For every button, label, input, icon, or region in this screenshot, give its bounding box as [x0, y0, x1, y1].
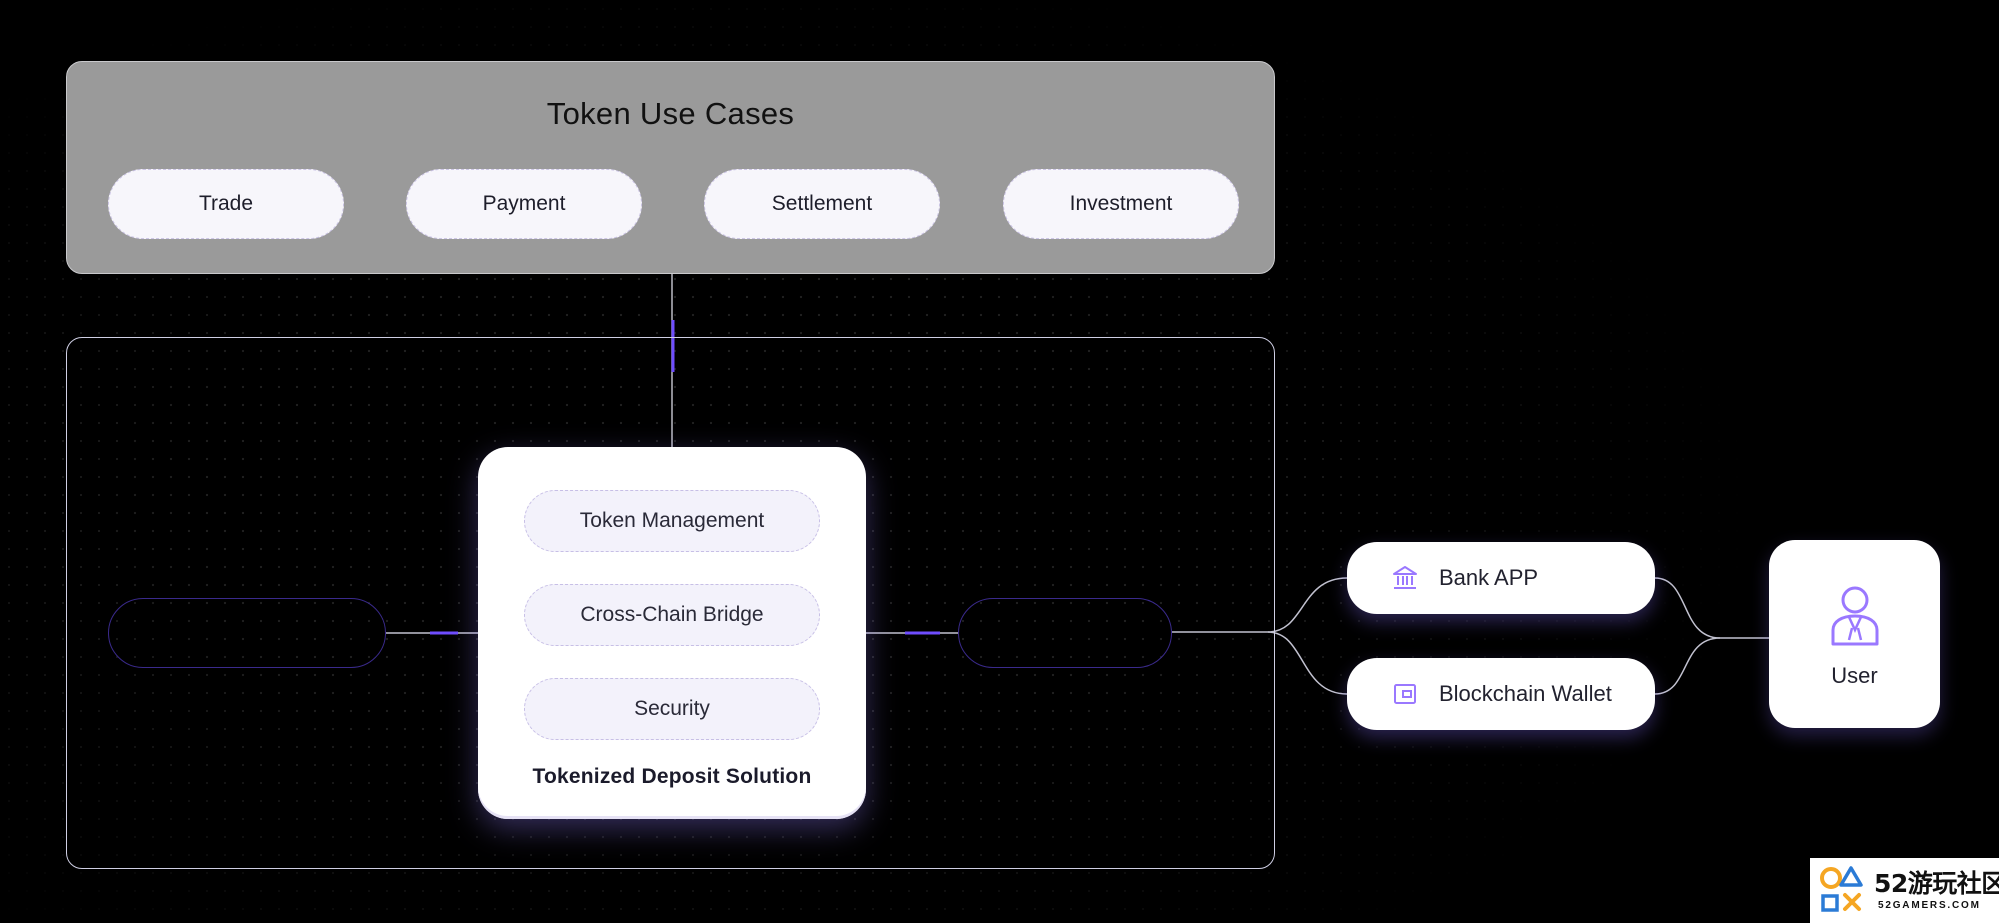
bank-icon [1391, 564, 1419, 592]
branch-wallet-user [1654, 637, 1721, 695]
user-card[interactable]: User [1769, 540, 1940, 728]
branch-bank [1267, 577, 1348, 633]
channel-bank-app[interactable]: Bank APP [1347, 542, 1655, 614]
feature-token-management[interactable]: Token Management [524, 490, 820, 552]
branch-wallet [1267, 631, 1348, 695]
watermark-url: 52GAMERS.COM [1878, 900, 1981, 911]
branch-bank-user [1654, 577, 1721, 639]
channel-label: Blockchain Wallet [1439, 681, 1612, 706]
solution-frame [66, 337, 1275, 869]
channel-blockchain-wallet[interactable]: Blockchain Wallet [1347, 658, 1655, 730]
empty-node-left [108, 598, 386, 668]
solution-label: Tokenized Deposit Solution [532, 765, 812, 788]
channel-label: Bank APP [1439, 565, 1539, 590]
feature-cross-chain-bridge[interactable]: Cross-Chain Bridge [524, 584, 820, 646]
watermark-shapes-icon [1820, 866, 1863, 912]
wallet-icon [1391, 680, 1419, 708]
token-use-cases-panel: Token Use Cases Trade Payment Settlement… [66, 61, 1275, 274]
tokenized-deposit-solution-card: Token Management Cross-Chain Bridge Secu… [478, 447, 866, 819]
empty-node-right [958, 598, 1172, 668]
use-case-trade[interactable]: Trade [108, 169, 344, 239]
user-icon [1825, 584, 1885, 648]
watermark-logo: 52游玩社区 52GAMERS.COM [1810, 858, 1999, 923]
use-case-settlement[interactable]: Settlement [704, 169, 940, 239]
user-label: User [1831, 663, 1878, 688]
feature-security[interactable]: Security [524, 678, 820, 740]
watermark-text: 52游玩社区 [1874, 869, 1999, 898]
use-case-investment[interactable]: Investment [1003, 169, 1239, 239]
use-case-payment[interactable]: Payment [406, 169, 642, 239]
panel-title: Token Use Cases [546, 96, 795, 131]
